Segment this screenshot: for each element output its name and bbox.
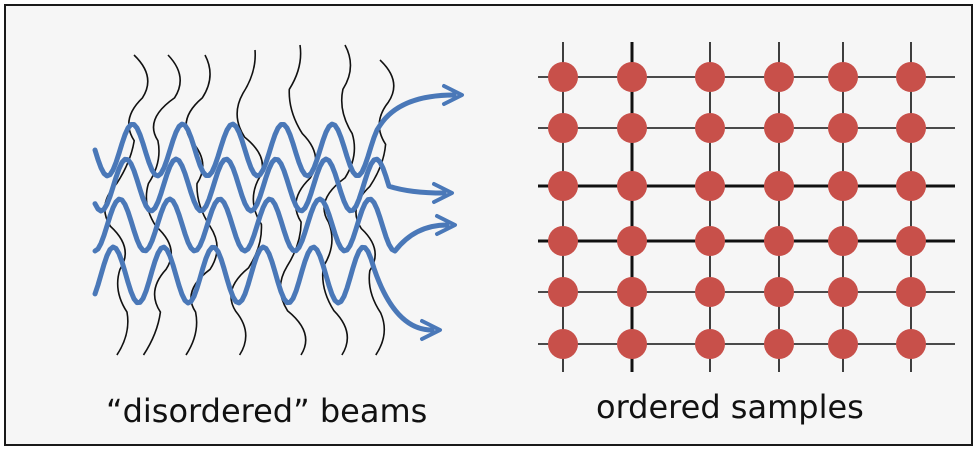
- sample-dot: [764, 226, 794, 256]
- sample-dot: [617, 226, 647, 256]
- sample-dot: [548, 329, 578, 359]
- sample-dot: [896, 171, 926, 201]
- sample-dot: [548, 226, 578, 256]
- sample-dot: [617, 113, 647, 143]
- sample-dot: [617, 277, 647, 307]
- sample-dot: [695, 329, 725, 359]
- sample-dot: [617, 171, 647, 201]
- sample-dot: [764, 171, 794, 201]
- sample-dot: [828, 113, 858, 143]
- disordered-line: [279, 44, 317, 356]
- arrowhead-icon: [442, 84, 464, 106]
- lattice-grid: [538, 42, 955, 372]
- sample-dot: [548, 113, 578, 143]
- sample-dot: [548, 62, 578, 92]
- sample-dot: [896, 113, 926, 143]
- disordered-lines: [104, 44, 395, 356]
- sample-dot: [828, 62, 858, 92]
- sample-dot: [617, 329, 647, 359]
- wave-beam: [92, 196, 450, 254]
- sample-dot: [764, 113, 794, 143]
- sample-dot: [896, 226, 926, 256]
- sample-dot: [695, 171, 725, 201]
- disordered-line: [321, 44, 356, 356]
- arrowhead-icon: [420, 319, 442, 341]
- sample-dot: [764, 329, 794, 359]
- sample-dot: [896, 62, 926, 92]
- arrowhead-icon: [432, 182, 454, 204]
- sample-dot: [764, 62, 794, 92]
- sample-dot: [617, 62, 647, 92]
- sample-dot: [828, 329, 858, 359]
- sample-dot: [828, 277, 858, 307]
- arrowhead-icon: [435, 214, 457, 236]
- sample-dot: [695, 277, 725, 307]
- sample-dot: [828, 171, 858, 201]
- sample-dot: [695, 113, 725, 143]
- sample-dot: [695, 226, 725, 256]
- disordered-line: [185, 54, 218, 356]
- sample-dot: [896, 329, 926, 359]
- wave-beam: [92, 156, 447, 214]
- sample-dot: [764, 277, 794, 307]
- wave-beam: [92, 92, 457, 179]
- caption-disordered-beams: “disordered” beams: [106, 392, 428, 430]
- sample-dot: [548, 277, 578, 307]
- sample-dot: [548, 171, 578, 201]
- sample-dot: [896, 277, 926, 307]
- disordered-line: [230, 49, 264, 356]
- wave-beam: [92, 244, 435, 333]
- lattice-samples: [548, 62, 926, 359]
- caption-ordered-samples: ordered samples: [596, 388, 864, 426]
- wave-beams: [92, 84, 464, 341]
- sample-dot: [828, 226, 858, 256]
- sample-dot: [695, 62, 725, 92]
